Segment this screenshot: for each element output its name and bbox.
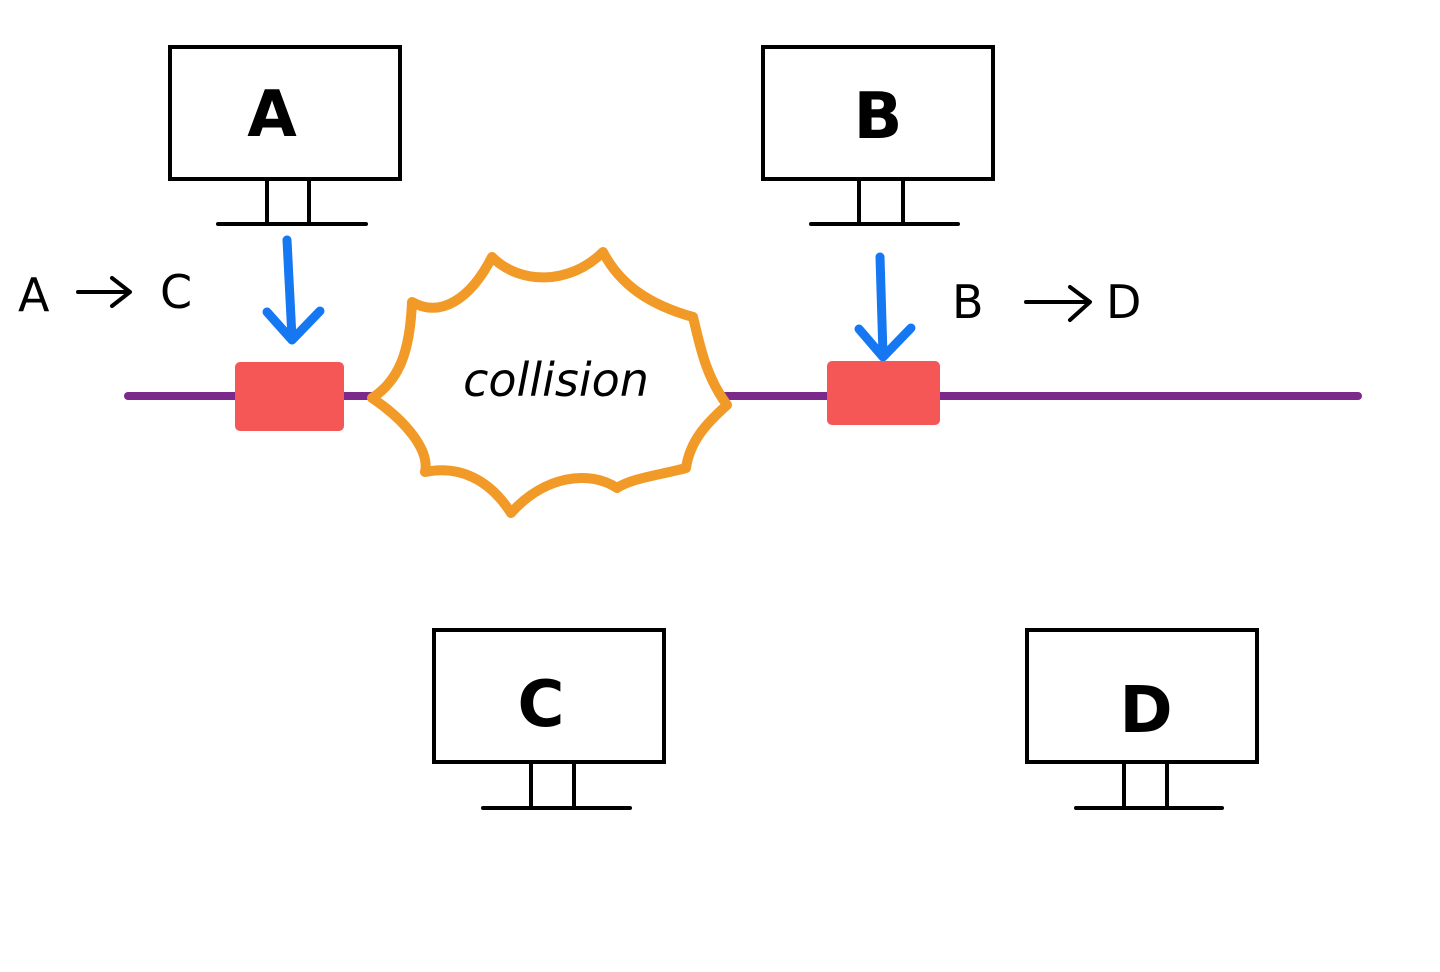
flow-label-b-to-d: B D: [952, 275, 1141, 329]
collision-burst-icon: [367, 247, 732, 518]
flow-b-to-d-to: D: [1106, 275, 1141, 329]
flow-label-a-to-c: A C: [18, 265, 192, 322]
down-arrow-a-icon: [262, 235, 325, 345]
down-arrow-b-icon: [854, 252, 916, 362]
monitor-b-label: B: [854, 80, 903, 154]
monitor-a: A: [168, 45, 402, 226]
monitor-b: B: [761, 45, 995, 226]
monitor-c-stand: [481, 760, 632, 810]
monitor-c-label: C: [518, 668, 565, 742]
monitor-d-label: D: [1119, 674, 1172, 748]
monitor-d-screen: [1025, 628, 1259, 764]
flow-b-to-d-arrow-icon: [1024, 285, 1092, 322]
collision-burst: collision: [367, 247, 732, 518]
monitor-b-screen: [761, 45, 995, 181]
monitor-c: C: [432, 628, 666, 810]
flow-a-to-c-to: C: [160, 265, 192, 319]
monitor-c-screen: [432, 628, 666, 764]
packet-a: [235, 362, 344, 431]
monitor-d-stand: [1074, 760, 1224, 810]
flow-a-to-c-from: A: [18, 268, 50, 322]
flow-a-to-c-arrow-icon: [76, 276, 132, 308]
monitor-a-label: A: [247, 78, 297, 152]
monitor-b-stand: [809, 177, 960, 226]
collision-label: collision: [463, 353, 649, 407]
monitor-d: D: [1025, 628, 1259, 810]
monitor-a-screen: [168, 45, 402, 181]
monitor-a-stand: [216, 177, 368, 226]
packet-b: [827, 361, 940, 425]
flow-b-to-d-from: B: [952, 275, 984, 329]
